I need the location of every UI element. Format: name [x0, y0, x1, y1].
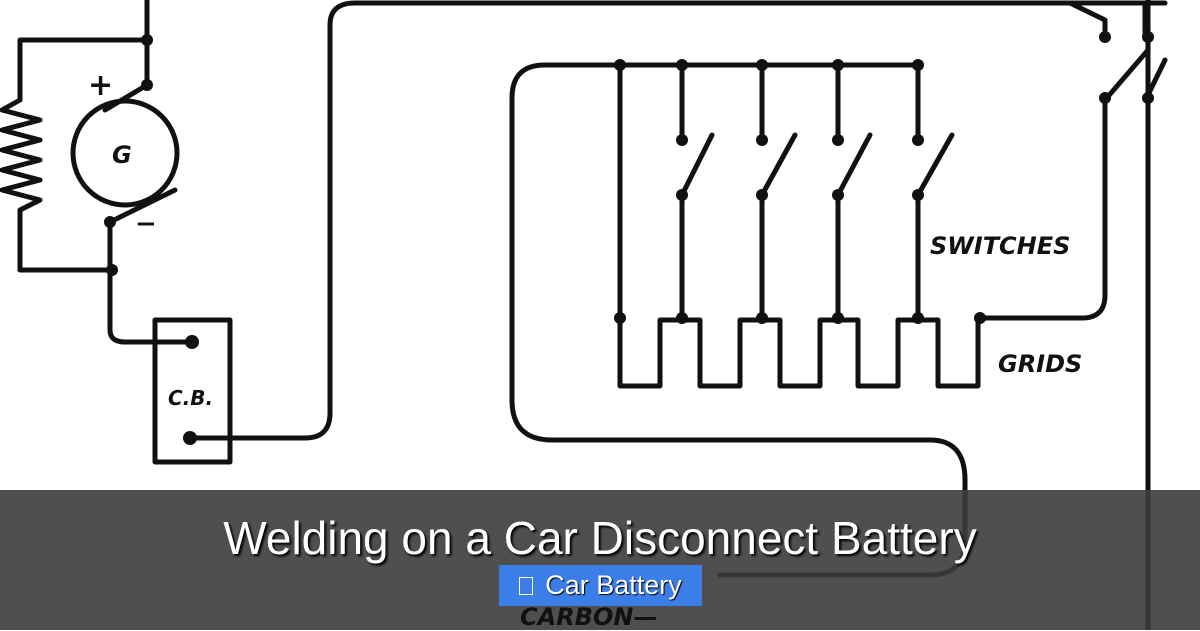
junction-dot [974, 312, 986, 324]
breaker-label: C.B. [168, 386, 213, 410]
junction-dot [912, 189, 924, 201]
folder-icon [519, 577, 534, 595]
grid-resistors [617, 315, 981, 389]
wire [975, 0, 1151, 321]
junction-dot [676, 134, 688, 146]
junction-dot [676, 189, 688, 201]
junction-dot [676, 312, 688, 324]
junction-dot [912, 59, 924, 71]
junction-dot [832, 312, 844, 324]
category-badge[interactable]: Car Battery [499, 565, 702, 606]
post-title: Welding on a Car Disconnect Battery [223, 512, 977, 564]
junction-dot [1142, 31, 1154, 43]
switches-label: SWITCHES [930, 232, 1070, 260]
terminal-dot [185, 335, 199, 349]
junction-dot [756, 312, 768, 324]
minus-label: − [135, 209, 157, 239]
title-overlay [0, 490, 1200, 630]
junction-dot [756, 189, 768, 201]
junction-dot [832, 59, 844, 71]
junction-dot [614, 312, 626, 324]
plus-label: + [88, 68, 113, 103]
switch [679, 132, 955, 321]
wire [187, 0, 1168, 441]
grids-label: GRIDS [998, 350, 1082, 378]
wire [107, 187, 193, 345]
junction-dot [676, 59, 688, 71]
wire [1145, 57, 1168, 98]
carbon-label: CARBON— [520, 603, 658, 631]
junction-dot [1099, 31, 1111, 43]
junction-dot [832, 134, 844, 146]
junction-dot [1099, 92, 1111, 104]
junction-dot [912, 134, 924, 146]
junction-dot [104, 216, 116, 228]
junction-dot [756, 59, 768, 71]
category-label: Car Battery [545, 570, 682, 600]
generator-symbol [70, 98, 180, 208]
wire [0, 0, 150, 273]
bus [617, 62, 921, 321]
junction-dot [832, 189, 844, 201]
junction-dot [106, 264, 118, 276]
junction-dot [912, 312, 924, 324]
junction-dot [141, 34, 153, 46]
junction-dot [756, 134, 768, 146]
circuit-breaker [152, 317, 233, 465]
junction-dot [614, 59, 626, 71]
junction-dot [1142, 92, 1154, 104]
generator-label: G [112, 141, 132, 169]
switch-bank [614, 59, 955, 321]
junction-dot [141, 79, 153, 91]
